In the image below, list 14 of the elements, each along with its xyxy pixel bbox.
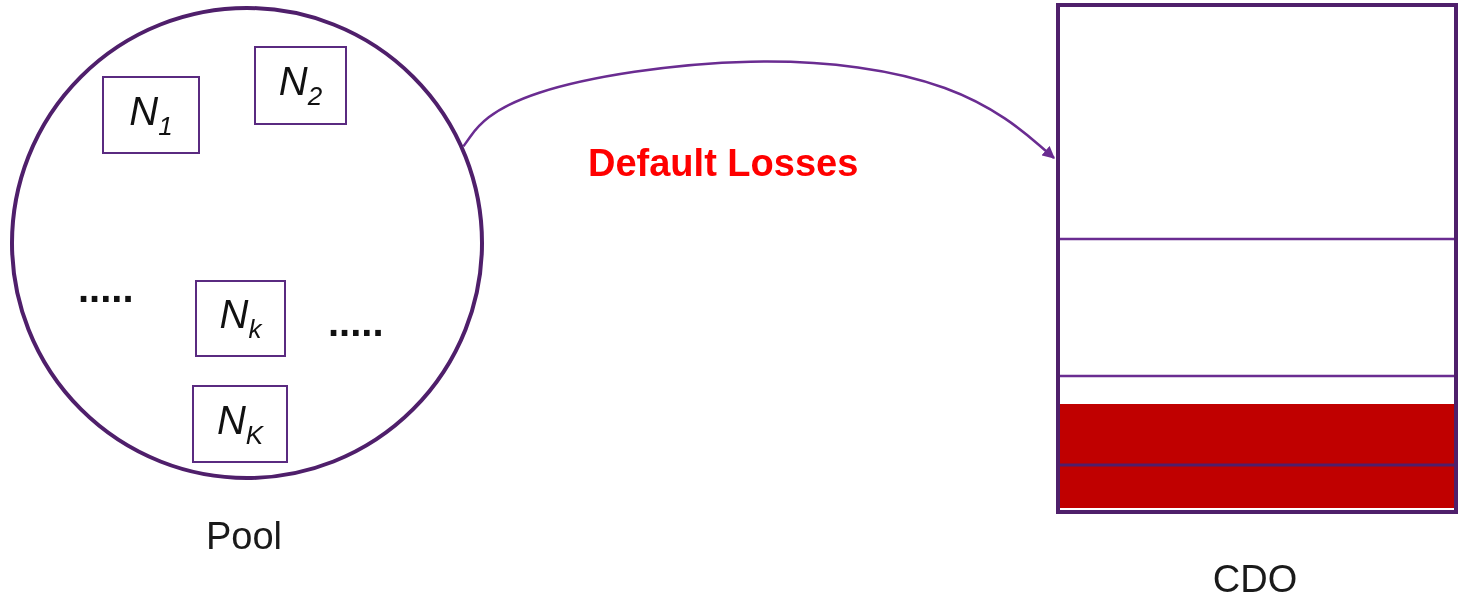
note-label: N$_{2}$	[278, 59, 323, 112]
tranche-stack	[1056, 3, 1458, 514]
note-label: N$_{k}$	[219, 292, 262, 345]
pool-circle	[10, 6, 484, 480]
ellipsis-text: .....	[328, 302, 384, 342]
node-label: Pool	[205, 515, 283, 558]
note-label: N$_{1}$	[129, 88, 173, 142]
note-box	[192, 385, 288, 463]
ellipsis-text: .....	[78, 268, 134, 308]
note-box	[254, 46, 347, 125]
note-box	[195, 280, 286, 357]
note-label: N$_{K}$	[216, 397, 264, 451]
note-box	[102, 76, 200, 154]
node-label: CDO	[1212, 558, 1298, 601]
